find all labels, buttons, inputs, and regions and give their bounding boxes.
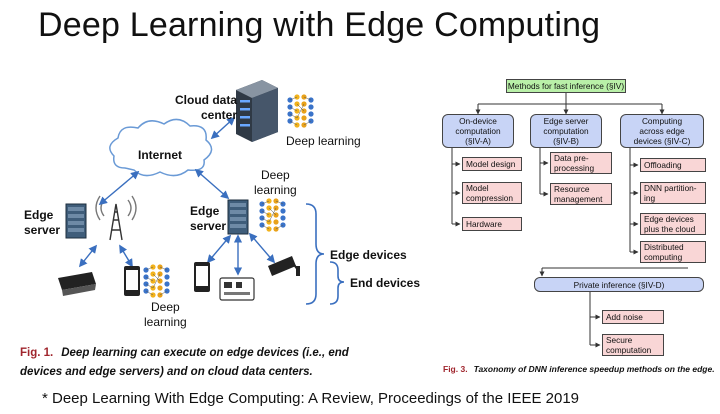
- fig1-caption-line1: Deep learning can execute on edge device…: [61, 347, 349, 359]
- smartphone-mid-icon: [194, 262, 210, 292]
- offloading-box: Offloading: [640, 158, 706, 172]
- fig1-caption-line2: devices and edge servers) and on cloud d…: [20, 366, 313, 378]
- distributed-computing-box: Distributed computing: [640, 241, 706, 263]
- on-device-computation-box: On-device computation (§IV-A): [442, 114, 514, 148]
- model-design-box: Model design: [462, 157, 522, 171]
- internet-label: Internet: [138, 148, 183, 162]
- raspberry-pi-icon: [219, 277, 255, 301]
- data-preprocessing-box: Data pre- processing: [550, 152, 612, 174]
- secure-computation-box: Secure computation: [602, 334, 664, 356]
- deep-learning-top-label: Deep learning: [286, 134, 361, 148]
- fig3-caption: Fig. 3. Taxonomy of DNN inference speedup…: [443, 364, 715, 374]
- slide-title: Deep Learning with Edge Computing: [38, 6, 601, 44]
- edge-server-mid-label: Edge server: [190, 204, 227, 233]
- deep-learning-bottom-label: Deep learning: [144, 300, 187, 329]
- dnn-partitioning-box: DNN partition- ing: [640, 182, 706, 204]
- cloud-server-rack-icon: [236, 80, 278, 142]
- private-inference-box: Private inference (§IV-D): [534, 277, 704, 292]
- fast-inference-root-box: Methods for fast inference (§IV): [506, 79, 626, 93]
- resource-management-box: Resource management: [550, 183, 612, 205]
- hardware-box: Hardware: [462, 217, 522, 231]
- model-compression-box: Model compression: [462, 182, 522, 204]
- fig3-caption-text: Taxonomy of DNN inference speedup method…: [473, 364, 715, 374]
- reference-footnote: * Deep Learning With Edge Computing: A R…: [42, 390, 579, 407]
- security-camera-icon: [268, 256, 300, 276]
- edge-devices-brace: [305, 203, 325, 305]
- end-devices-brace: [329, 261, 345, 305]
- deep-learning-mid-label: Deep learning: [254, 168, 297, 197]
- computing-across-edge-box: Computing across edge devices (§IV-C): [620, 114, 704, 148]
- end-devices-label: End devices: [350, 276, 421, 290]
- edge-server-computation-box: Edge server computation (§IV-B): [530, 114, 602, 148]
- edge-devices-label: Edge devices: [330, 248, 407, 262]
- cloud-data-center-label: Cloud data center: [175, 93, 237, 122]
- fig1-caption-number: Fig. 1.: [20, 347, 54, 359]
- fig1-caption: Fig. 1. Deep learning can execute on edge…: [20, 344, 349, 382]
- vr-headset-icon: [58, 272, 96, 296]
- edge-server-left-label: Edge server: [24, 208, 61, 237]
- add-noise-box: Add noise: [602, 310, 664, 324]
- edge-devices-plus-cloud-box: Edge devices plus the cloud: [640, 213, 706, 235]
- fig3-caption-number: Fig. 3.: [443, 364, 468, 374]
- smartphone-icon: [124, 266, 140, 296]
- internet-cloud-icon: [109, 118, 213, 177]
